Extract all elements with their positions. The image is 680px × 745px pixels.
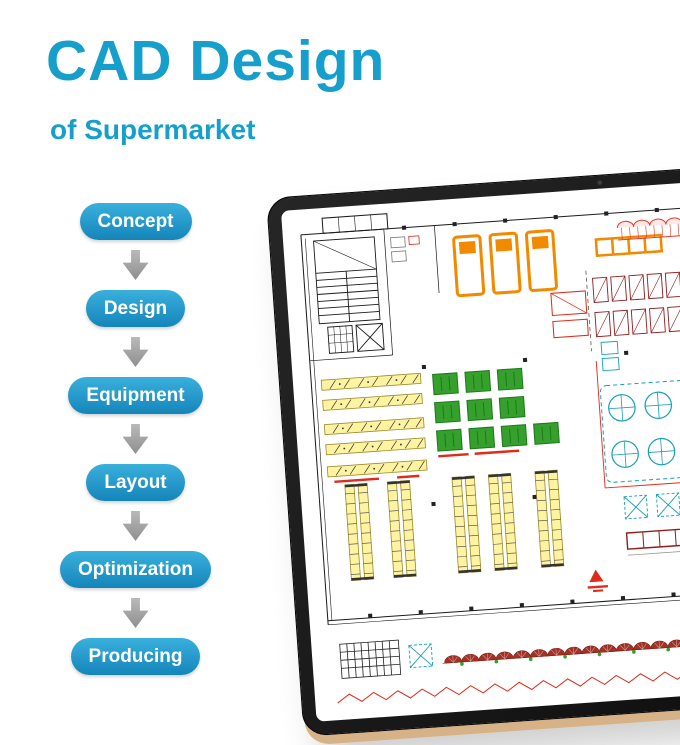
page-subtitle: of Supermarket	[50, 114, 256, 145]
structural-columns	[368, 207, 676, 618]
step-concept: Concept	[79, 203, 192, 240]
exit-marker	[587, 569, 609, 593]
step-producing: Producing	[70, 638, 201, 675]
shelf-rows	[320, 372, 428, 478]
cart-area	[390, 235, 420, 263]
cad-floor-plan	[300, 204, 680, 704]
barrier-line	[337, 664, 680, 704]
service-desks	[550, 290, 589, 339]
step-equipment: Equipment	[68, 377, 203, 414]
down-arrow-icon	[122, 598, 149, 628]
page-title: CAD Design	[46, 29, 386, 93]
staircase	[313, 236, 385, 354]
decor-garland	[442, 639, 680, 666]
down-arrow-icon	[122, 424, 149, 454]
camera-icon	[596, 179, 603, 186]
tablet-device	[266, 164, 680, 737]
down-arrow-icon	[122, 511, 149, 541]
tablet-screen	[280, 179, 680, 722]
step-layout: Layout	[86, 464, 185, 501]
freezer-counter	[625, 523, 680, 556]
process-flow: Concept Design Equipment Layout Optimiza…	[48, 203, 223, 675]
entrance-gates	[451, 228, 559, 298]
step-optimization: Optimization	[59, 551, 212, 588]
area-labels	[334, 449, 520, 484]
deli-shelving	[592, 271, 680, 372]
step-design: Design	[85, 290, 186, 327]
down-arrow-icon	[122, 250, 149, 280]
entrance-canopy	[616, 214, 680, 241]
checkout-counter	[594, 233, 664, 258]
checkout-grid	[339, 639, 434, 679]
down-arrow-icon	[122, 337, 149, 367]
cafe-tables	[623, 492, 680, 520]
rack-aisles	[344, 469, 565, 582]
produce-bins	[432, 367, 560, 452]
dining-area	[599, 376, 680, 483]
